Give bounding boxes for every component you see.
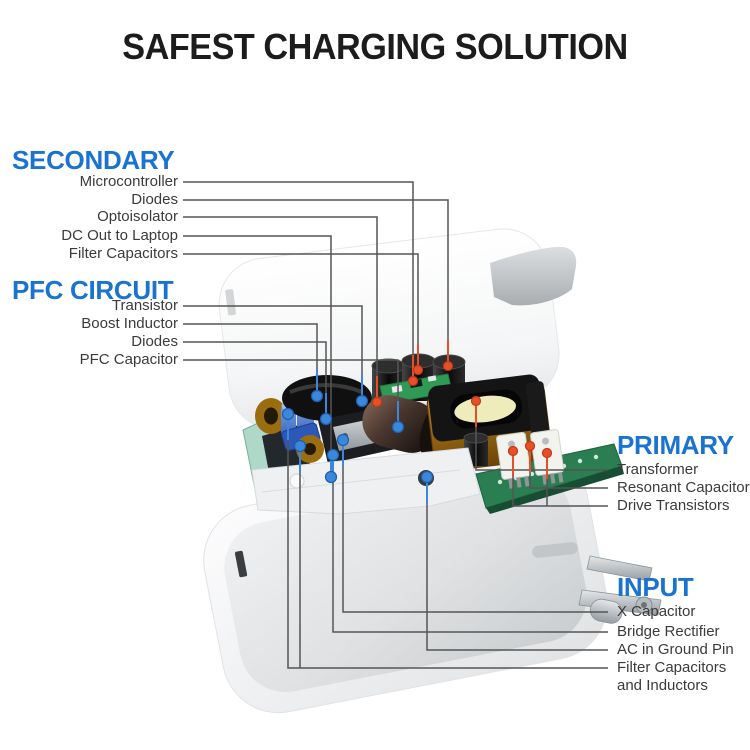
ac-plug-blade-icon [586,555,653,582]
shell-fold-flap [490,246,577,306]
heading-secondary: SECONDARY [12,145,175,175]
marker-dot-blue [420,470,434,484]
heading-primary: PRIMARY [617,430,734,460]
toroid-inductor [255,398,287,434]
label-primary-1: Resonant Capacitor [617,479,750,496]
marker-dot-blue [310,389,324,403]
leader-line [332,455,608,633]
label-secondary-0: Microcontroller [79,173,178,190]
leader-line [287,414,608,669]
shell-notch [225,289,236,316]
label-pfc-2: Diodes [131,333,178,350]
marker-dot-blue [281,407,295,421]
marker-dot-blue [355,394,369,408]
marker-dot-red [470,395,482,407]
label-secondary-1: Diodes [131,191,178,208]
leader-line [183,235,332,477]
label-primary-0: Transformer [617,461,699,478]
marker-dot-red [412,364,424,376]
marker-dot-blue [319,412,333,426]
marker-dot-blue [324,470,338,484]
leader-line [183,216,378,402]
dc-output-hole [289,473,305,489]
marker-dot-red [442,360,454,372]
label-primary-2: Drive Transistors [617,497,730,514]
label-input-2: AC in Ground Pin [617,641,734,658]
marker-dot-red [524,440,536,452]
label-input-1: Bridge Rectifier [617,623,720,640]
label-pfc-3: PFC Capacitor [79,351,178,368]
leader-line [342,440,608,613]
page-title: SAFEST CHARGING SOLUTION [122,26,628,67]
leader-line [183,181,414,381]
ground-pin [589,598,623,624]
label-input-0: X Capacitor [617,603,696,620]
label-pfc-1: Boost Inductor [81,315,178,332]
marker-dot-blue [326,448,340,462]
base-notch [234,550,248,578]
marker-dot-blue [391,420,405,434]
marker-dot-blue [293,439,307,453]
marker-dots [281,360,553,484]
marker-dot-red [541,447,553,459]
label-secondary-4: Filter Capacitors [68,245,178,262]
plug-slot [532,542,578,558]
heading-pfc-circuit: PFC CIRCUIT [12,275,174,305]
marker-dot-blue [336,433,350,447]
adapter-bottom-shell [203,450,662,714]
leader-line [183,253,419,370]
leader-line [183,305,363,401]
label-secondary-2: Optoisolator [97,208,178,225]
label-pfc-0: Transistor [111,297,178,314]
marker-dot-red [407,375,419,387]
ac-plug-pins [532,542,662,624]
label-secondary-3: DC Out to Laptop [61,227,178,244]
leader-line [183,199,449,366]
marker-dot-red [371,396,383,408]
label-input-3: Filter Capacitors and Inductors [617,659,727,694]
leader-line [426,477,608,651]
plug-hinge-pin [641,602,647,608]
marker-dot-red [507,445,519,457]
leader-lines [183,181,608,669]
heading-input: INPUT [617,572,694,602]
